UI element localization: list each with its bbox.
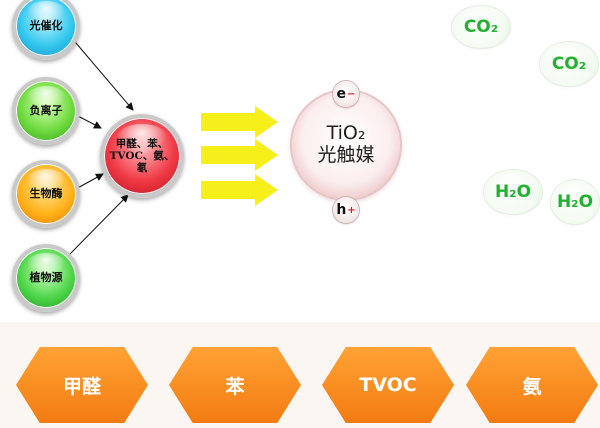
molecule-label: H₂O — [494, 182, 532, 202]
yellow-arrow-3 — [201, 174, 278, 206]
pollutant-node-line: 甲醛、苯、 — [115, 137, 169, 150]
hex-pollutant-jiaquan: 甲醛 — [16, 347, 148, 423]
pollutant-node-line: 氡 — [136, 162, 148, 175]
source-label: 生物酶 — [29, 186, 63, 200]
hole-symbol: h — [336, 202, 347, 218]
source-orb-zhiwuyuan: 植物源 — [12, 244, 80, 312]
electron-badge: e− — [333, 81, 359, 107]
electron-sign: − — [347, 88, 356, 100]
electron-symbol: e — [336, 86, 347, 102]
hex-label: 氨 — [522, 375, 542, 398]
co2-molecule: CO₂ — [540, 42, 598, 86]
h2o-molecule: H₂O — [551, 180, 599, 224]
h2o-molecule: H₂O — [484, 170, 542, 214]
hex-pollutant-ben: 苯 — [169, 347, 301, 423]
hex-label: 甲醛 — [62, 375, 101, 398]
pollutant-node-line: TVOC、氨、 — [109, 149, 175, 162]
source-orb-shengwumei: 生物酶 — [12, 160, 80, 228]
connector-zhiwuyuan — [67, 194, 129, 257]
co2-molecule: CO₂ — [452, 6, 510, 48]
yellow-arrow-2 — [201, 139, 278, 171]
pollutant-node-label: 甲醛、苯、 TVOC、氨、 氡 — [110, 138, 175, 174]
source-label: 光催化 — [29, 18, 63, 32]
molecule-label: CO₂ — [551, 54, 587, 74]
source-orb-guangcuihua: 光催化 — [12, 0, 80, 60]
pollutant-node: 甲醛、苯、 TVOC、氨、 氡 — [100, 114, 184, 198]
hex-pollutant-an: 氨 — [466, 347, 598, 423]
tio2-catalyst-sphere: TiO₂ 光触媒 — [292, 91, 400, 199]
molecule-label: CO₂ — [463, 17, 499, 37]
source-label: 负离子 — [29, 103, 63, 117]
catalyst-formula: TiO₂ — [326, 122, 366, 145]
hole-badge: h+ — [333, 197, 359, 223]
catalyst-name: 光触媒 — [317, 144, 375, 167]
hex-label: 苯 — [225, 375, 245, 398]
hole-sign: + — [347, 204, 356, 216]
hex-label: TVOC — [359, 374, 417, 396]
hex-pollutant-tvoc: TVOC — [322, 347, 454, 423]
yellow-arrow-1 — [201, 106, 278, 138]
connector-guangcuihua — [69, 35, 134, 111]
molecule-label: H₂O — [556, 192, 594, 212]
source-orb-fulizi: 负离子 — [12, 77, 80, 145]
source-label: 植物源 — [29, 270, 63, 284]
